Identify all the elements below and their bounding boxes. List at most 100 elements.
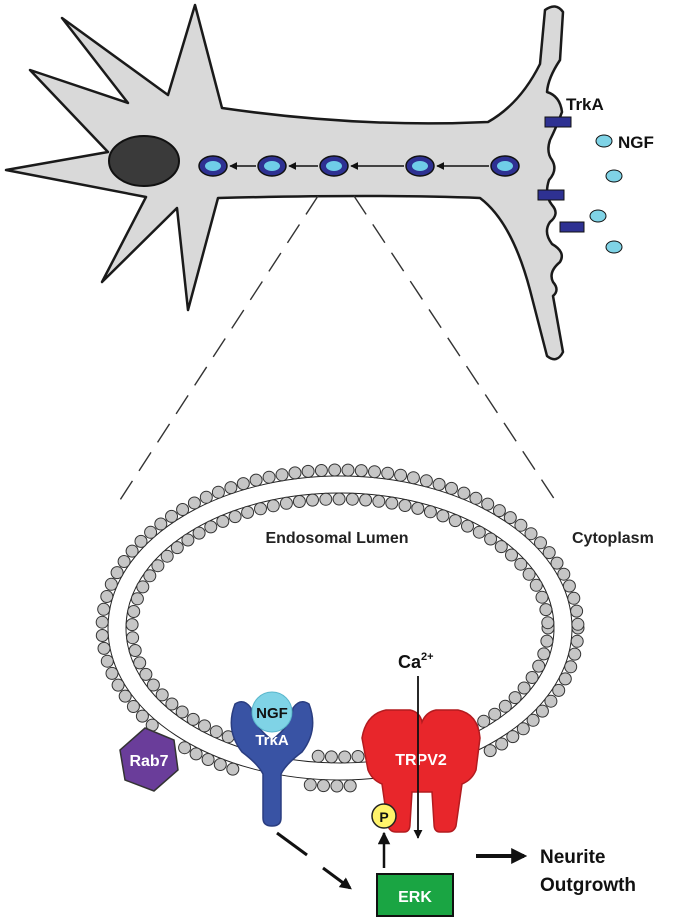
lipid-head [540,634,554,648]
lipid-head [411,501,425,515]
lipid-head [133,656,147,670]
outcome-line-1: Neurite [540,847,605,868]
lipid-head [292,495,306,508]
lipid-head [130,592,144,606]
lipid-head [398,499,412,512]
neuron-cell: TrkA NGF [4,3,654,361]
lipid-head [550,556,564,570]
lipid-head [514,557,528,571]
endosome-4 [405,155,435,177]
lipid-head [100,654,114,668]
phospho-label: P [379,809,388,825]
trka-to-erk-arrow-b [322,866,352,890]
lipid-head [100,590,114,603]
lipid-head [135,709,149,723]
lipid-head [104,577,118,591]
trka-receptor-1 [544,116,572,128]
lipid-head [330,779,344,793]
lipid-head [332,492,346,506]
ngf-molecule-4 [605,240,623,254]
trka-receptor-2 [537,189,565,201]
trpv2-label: TRPV2 [395,752,447,769]
lipid-head [570,634,584,648]
lipid-head [165,509,178,523]
lipid-head [338,750,352,764]
nucleus [108,135,180,187]
lipid-head [199,490,213,504]
calcium-symbol: Ca [398,652,422,672]
outcome-line-2: Outgrowth [540,875,636,896]
lipid-head [266,499,280,513]
lipid-head [359,493,373,507]
lipid-head [341,463,355,477]
lipid-head [126,700,140,713]
lipid-head [254,502,267,516]
lipid-head [216,514,230,528]
lipid-head [236,477,250,491]
endosome-3 [319,155,349,177]
lipid-head [522,567,536,581]
rab7-label: Rab7 [129,753,168,770]
lipid-head [187,496,201,510]
lipid-head [498,699,512,713]
lipid-head [311,749,325,763]
trka-receptor-shape [230,701,314,827]
rab7-protein: Rab7 [119,727,179,792]
lipid-head [105,666,119,680]
lipid-head [532,659,546,673]
lipid-heads-inner [125,492,555,764]
lipid-head [558,672,572,686]
lipid-head [241,505,255,519]
lipid-head [542,546,556,560]
lipid-head [534,536,547,550]
lipid-head [505,548,518,562]
lipid-head [448,514,462,528]
phospho-site: P [371,803,397,829]
lipid-head [213,758,227,771]
lipid-head [514,518,528,532]
lipid-head [165,697,179,711]
lipid-head [529,578,543,592]
lipid-head [484,532,498,546]
lipid-head [571,617,585,631]
lipid-head [564,660,578,674]
erk-label: ERK [398,889,432,906]
cytoplasm-label: Cytoplasm [572,530,654,547]
lipid-head [134,534,148,548]
lipid-head [567,591,581,605]
lipid-head [125,618,139,632]
lipid-head [275,468,289,482]
terminal-trka-label: TrkA [566,95,604,114]
lipid-head [144,525,158,539]
lipid-head [423,505,437,519]
lipid-head [562,579,576,593]
lipid-head [146,678,160,692]
lipid-head [127,605,141,618]
trpv2-shape [361,709,481,833]
ngf-molecules [589,134,623,254]
lipid-head [186,712,200,726]
lipid-head [432,477,446,491]
lipid-head [517,681,531,695]
lipid-head [324,750,338,764]
lipid-head [319,492,333,506]
lipid-head [97,602,111,616]
lipid-head [419,474,433,488]
lipid-head [201,753,215,766]
lipid-head [125,544,139,558]
lipid-head [535,704,549,718]
bound-ngf-label: NGF [256,705,288,722]
lipid-head [535,590,549,604]
lipid-head [154,517,168,531]
lipid-head [537,647,551,661]
trka-to-erk-arrow-a [276,831,308,857]
lipid-head [192,526,206,540]
lipid-head [170,541,184,555]
lipid-head [176,503,190,516]
lipid-head [351,750,365,763]
lipid-head [526,713,540,727]
lipid-head [128,644,142,657]
lipid-head [314,464,328,477]
lipid-head [495,737,509,751]
